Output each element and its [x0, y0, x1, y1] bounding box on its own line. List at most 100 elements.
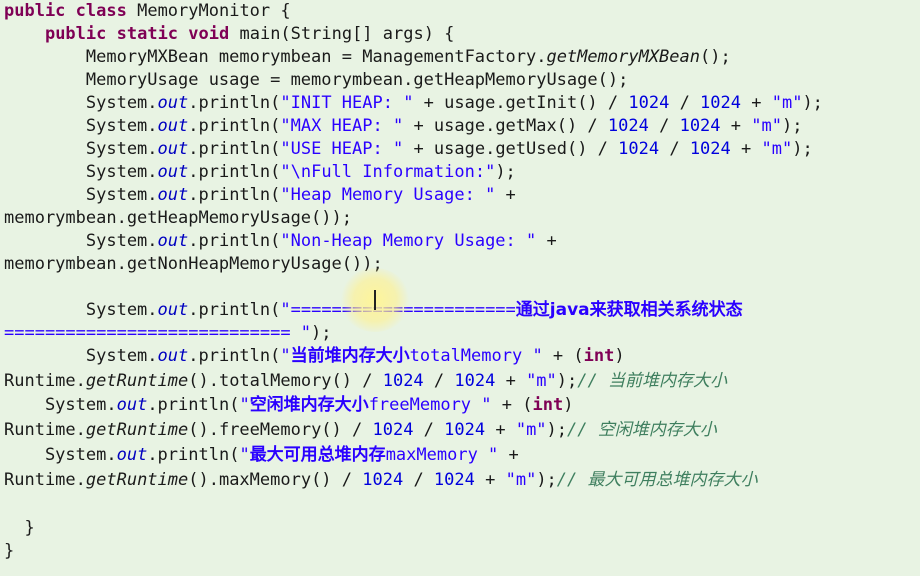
code-token: getRuntime — [85, 420, 189, 440]
code-token: " — [280, 346, 291, 366]
code-line[interactable]: System.out.println("INIT HEAP: " + usage… — [4, 92, 823, 115]
code-token: + — [495, 185, 516, 205]
code-token: "m" — [505, 470, 537, 490]
code-token: .println( — [188, 300, 281, 320]
code-token: 1024 — [700, 93, 741, 113]
code-token: .println( — [188, 93, 281, 113]
code-token: System. — [4, 162, 158, 182]
code-token: .println( — [188, 185, 281, 205]
code-token: 1024 — [444, 420, 486, 440]
code-token: 空闲堆内存大小 — [597, 420, 717, 440]
code-line[interactable]: Runtime.getRuntime().freeMemory() / 1024… — [4, 419, 717, 442]
code-token: .println( — [147, 395, 240, 415]
code-token: + — [485, 420, 516, 440]
code-token: System. — [4, 139, 158, 159]
code-line[interactable]: memorymbean.getNonHeapMemoryUsage()); — [4, 253, 383, 276]
code-token: out — [157, 162, 189, 182]
code-token: public — [44, 24, 107, 44]
code-token: } — [4, 518, 35, 538]
code-line[interactable]: System.out.println("空闲堆内存大小freeMemory " … — [4, 394, 574, 417]
code-token: .println( — [147, 445, 240, 465]
code-token: int — [583, 346, 615, 366]
code-token: // — [577, 371, 608, 391]
code-token: 空闲堆内存大小 — [249, 395, 369, 415]
code-line[interactable]: System.out.println("Heap Memory Usage: "… — [4, 184, 516, 207]
code-line[interactable]: } — [4, 540, 14, 563]
code-token: + usage.getInit() / — [413, 93, 629, 113]
code-token: out — [157, 116, 189, 136]
code-token: ); — [792, 139, 813, 159]
code-token: + — [730, 139, 762, 159]
code-line[interactable]: memorymbean.getHeapMemoryUsage()); — [4, 207, 352, 230]
code-token: 当前堆内存大小 — [607, 371, 727, 391]
code-token: "m" — [771, 93, 803, 113]
code-line[interactable]: } — [4, 517, 35, 540]
code-token: System. — [4, 116, 158, 136]
code-line[interactable]: System.out.println("当前堆内存大小totalMemory "… — [4, 345, 625, 368]
code-token: "\nFull Information:" — [280, 162, 496, 182]
code-token: out — [116, 445, 148, 465]
code-token: ().totalMemory() / — [188, 371, 383, 391]
code-token: / — [413, 420, 445, 440]
code-token: Runtime. — [4, 371, 86, 391]
code-token: + — [741, 93, 772, 113]
code-line[interactable]: ============================ "); — [4, 322, 332, 345]
code-token: MemoryUsage usage = memorymbean.getHeapM… — [4, 70, 629, 90]
code-token: ) — [614, 346, 625, 366]
code-line[interactable]: public class MemoryMonitor { — [4, 0, 291, 23]
code-line[interactable]: MemoryUsage usage = memorymbean.getHeapM… — [4, 69, 628, 92]
code-line[interactable]: System.out.println("\nFull Information:"… — [4, 161, 516, 184]
code-token: System. — [4, 445, 117, 465]
code-token: " — [239, 445, 250, 465]
code-token: + usage.getUsed() / — [403, 139, 619, 159]
code-token: 1024 — [607, 116, 649, 136]
code-line[interactable]: System.out.println("最大可用总堆内存maxMemory " … — [4, 444, 519, 467]
code-token: 1024 — [628, 93, 670, 113]
code-token: "m" — [751, 116, 782, 136]
code-token: ); — [802, 93, 823, 113]
code-line[interactable]: Runtime.getRuntime().totalMemory() / 102… — [4, 370, 727, 393]
code-token: void — [188, 24, 230, 44]
code-token: 1024 — [454, 371, 496, 391]
code-line[interactable]: Runtime.getRuntime().maxMemory() / 1024 … — [4, 469, 758, 492]
code-line[interactable]: MemoryMXBean memorymbean = ManagementFac… — [4, 46, 731, 69]
code-token: main(String[] args) { — [229, 24, 455, 44]
code-token: / — [669, 93, 701, 113]
code-token: + — [495, 371, 527, 391]
code-token: out — [116, 395, 148, 415]
code-token: totalMemory " — [409, 346, 543, 366]
code-token: "Non-Heap Memory Usage: " — [280, 231, 537, 251]
code-token: out — [157, 185, 189, 205]
code-token: / — [659, 139, 690, 159]
code-token: 通过java来获取相关系统状态 — [515, 300, 743, 320]
code-token: out — [157, 346, 189, 366]
code-token: ============================ " — [4, 323, 312, 343]
code-token: MemoryMXBean memorymbean = ManagementFac… — [4, 47, 547, 67]
code-token: / — [403, 470, 434, 490]
code-token: ); — [556, 371, 578, 391]
code-token: + ( — [491, 395, 533, 415]
code-line[interactable]: public static void main(String[] args) { — [4, 23, 454, 46]
code-token: .println( — [188, 116, 281, 136]
code-token: + usage.getMax() / — [403, 116, 608, 136]
code-line[interactable]: System.out.println("Non-Heap Memory Usag… — [4, 230, 557, 253]
code-token: .println( — [188, 162, 281, 182]
code-token: freeMemory " — [368, 395, 492, 415]
code-token: memorymbean.getNonHeapMemoryUsage()); — [4, 254, 383, 274]
code-token: "MAX HEAP: " — [280, 116, 404, 136]
code-token: System. — [4, 300, 158, 320]
code-line[interactable]: System.out.println("USE HEAP: " + usage.… — [4, 138, 813, 161]
code-token: System. — [4, 346, 158, 366]
code-token: "m" — [515, 420, 547, 440]
code-line[interactable]: System.out.println("MAX HEAP: " + usage.… — [4, 115, 803, 138]
code-token: int — [532, 395, 564, 415]
code-token: .println( — [188, 346, 281, 366]
code-token: .println( — [188, 139, 281, 159]
code-token: Runtime. — [4, 420, 86, 440]
code-token: ); — [311, 323, 332, 343]
code-token: + ( — [542, 346, 584, 366]
code-token: System. — [4, 185, 158, 205]
code-token: + — [498, 445, 519, 465]
code-token: ().freeMemory() / — [188, 420, 373, 440]
